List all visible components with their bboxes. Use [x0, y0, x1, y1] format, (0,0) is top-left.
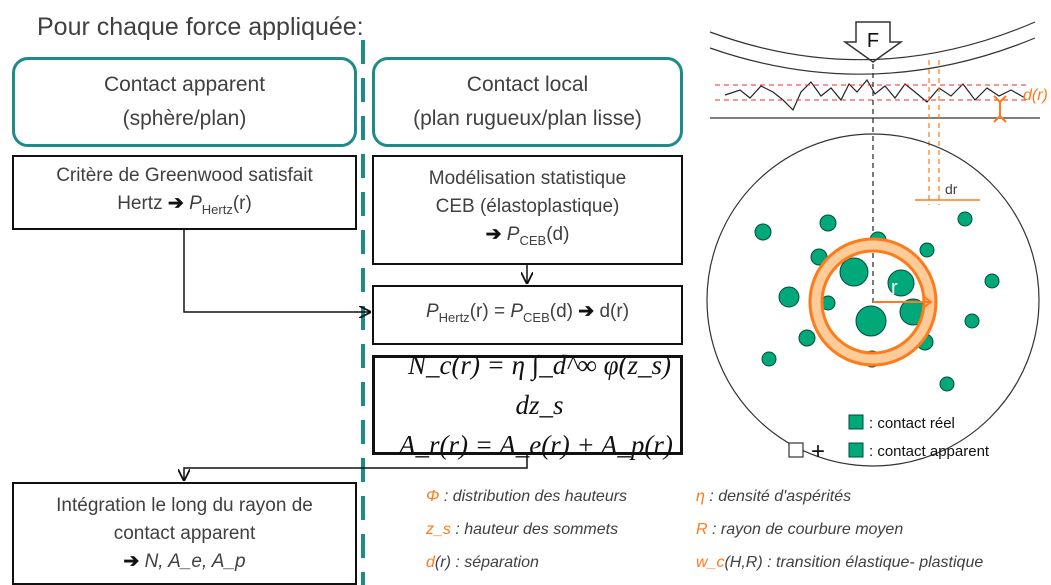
header-left-line1: Contact apparent: [103, 73, 266, 96]
integration-line1: Intégration le long du rayon de: [56, 494, 313, 516]
integration-box: Intégration le long du rayon de contact …: [12, 482, 357, 585]
greenwood-line1: Critère de Greenwood satisfait: [56, 164, 313, 186]
ceb-box: Modélisation statistique CEB (élastoplas…: [372, 155, 683, 265]
apparent-contact-swatch: [848, 442, 864, 458]
ceb-line2: CEB (élastoplastique): [435, 196, 620, 218]
sphere-curve-inner: [709, 21, 1036, 61]
real-contact-swatch: [848, 414, 864, 430]
separation-label: d(r): [1023, 87, 1048, 104]
legend-apparent-label: : contact apparent: [869, 443, 990, 460]
legend-zs: z_s : hauteur des sommets: [426, 521, 619, 538]
integration-line2: contact apparent: [113, 522, 256, 544]
greenwood-line2: Hertz ➔ PHertz(r): [117, 192, 252, 217]
header-right-line2: (plan rugueux/plan lisse): [413, 107, 642, 130]
header-contact-local: Contact local (plan rugueux/plan lisse): [372, 57, 683, 147]
contact-ring-outer-edge: [808, 237, 938, 367]
contact-figure: F d(r) dr: [706, 21, 1048, 467]
separation-arrow-up-icon: [993, 95, 1007, 104]
plus-icon: +: [811, 438, 825, 465]
equality-box: PHertz(r) = PCEB(d) ➔ d(r): [372, 285, 683, 345]
asperity: [957, 211, 973, 227]
asperity: [919, 242, 935, 258]
legend-r: R : rayon de courbure moyen: [696, 521, 904, 538]
separation-arrow-down-icon: [993, 114, 1007, 123]
legend-d: d(r) : séparation: [426, 554, 539, 571]
asperity: [839, 257, 869, 287]
formula-line2: A_r(r) = A_e(r) + A_p(r): [399, 430, 673, 460]
legend-phi: Φ : distribution des hauteurs: [426, 488, 628, 505]
force-label: F: [867, 30, 879, 52]
asperity: [761, 351, 777, 367]
header-left-line2: (sphère/plan): [122, 107, 247, 130]
asperity: [778, 286, 800, 308]
asperity: [798, 329, 816, 347]
formula-line1: N_c(r) = η ∫_d^∞ φ(z_s) dz_s: [407, 350, 672, 420]
page-title: Pour chaque force appliquée:: [37, 13, 364, 41]
legend-eta: η : densité d'aspérités: [696, 488, 852, 505]
asperity: [754, 223, 772, 241]
header-contact-apparent: Contact apparent (sphère/plan): [12, 57, 357, 147]
empty-swatch: [788, 442, 804, 458]
integration-line3: ➔ N, A_e, A_p: [123, 550, 246, 572]
asperity: [964, 313, 980, 329]
equality-text: PHertz(r) = PCEB(d) ➔ d(r): [425, 301, 630, 325]
header-right-line1: Contact local: [466, 73, 589, 96]
legend-wc: w_c(H,R) : transition élastique- plastiq…: [696, 554, 984, 571]
arrow-greenwood-to-equality: [183, 230, 370, 312]
asperity: [887, 269, 915, 297]
radius-arrow-icon: [922, 295, 933, 309]
asperities: [754, 211, 1000, 392]
asperity: [819, 214, 837, 232]
asperity: [984, 273, 1000, 289]
flow-arrows: [0, 230, 700, 585]
asperity: [855, 305, 887, 337]
rough-surface: [724, 78, 1026, 112]
legend-real-label: : contact réel: [869, 415, 955, 432]
arrow-formula-to-integration: [184, 455, 528, 480]
ceb-line1: Modélisation statistique: [428, 168, 627, 190]
asperity: [939, 376, 955, 392]
force-arrow-icon: [842, 21, 904, 63]
formula-box: N_c(r) = η ∫_d^∞ φ(z_s) dz_s A_r(r) = A_…: [372, 350, 683, 460]
ceb-line3: ➔ PCEB(d): [485, 224, 570, 248]
dr-label: dr: [945, 181, 958, 197]
greenwood-box: Critère de Greenwood satisfait Hertz ➔ P…: [12, 155, 357, 230]
apparent-contact-circle: [706, 133, 1040, 467]
radius-label: r: [891, 277, 898, 299]
